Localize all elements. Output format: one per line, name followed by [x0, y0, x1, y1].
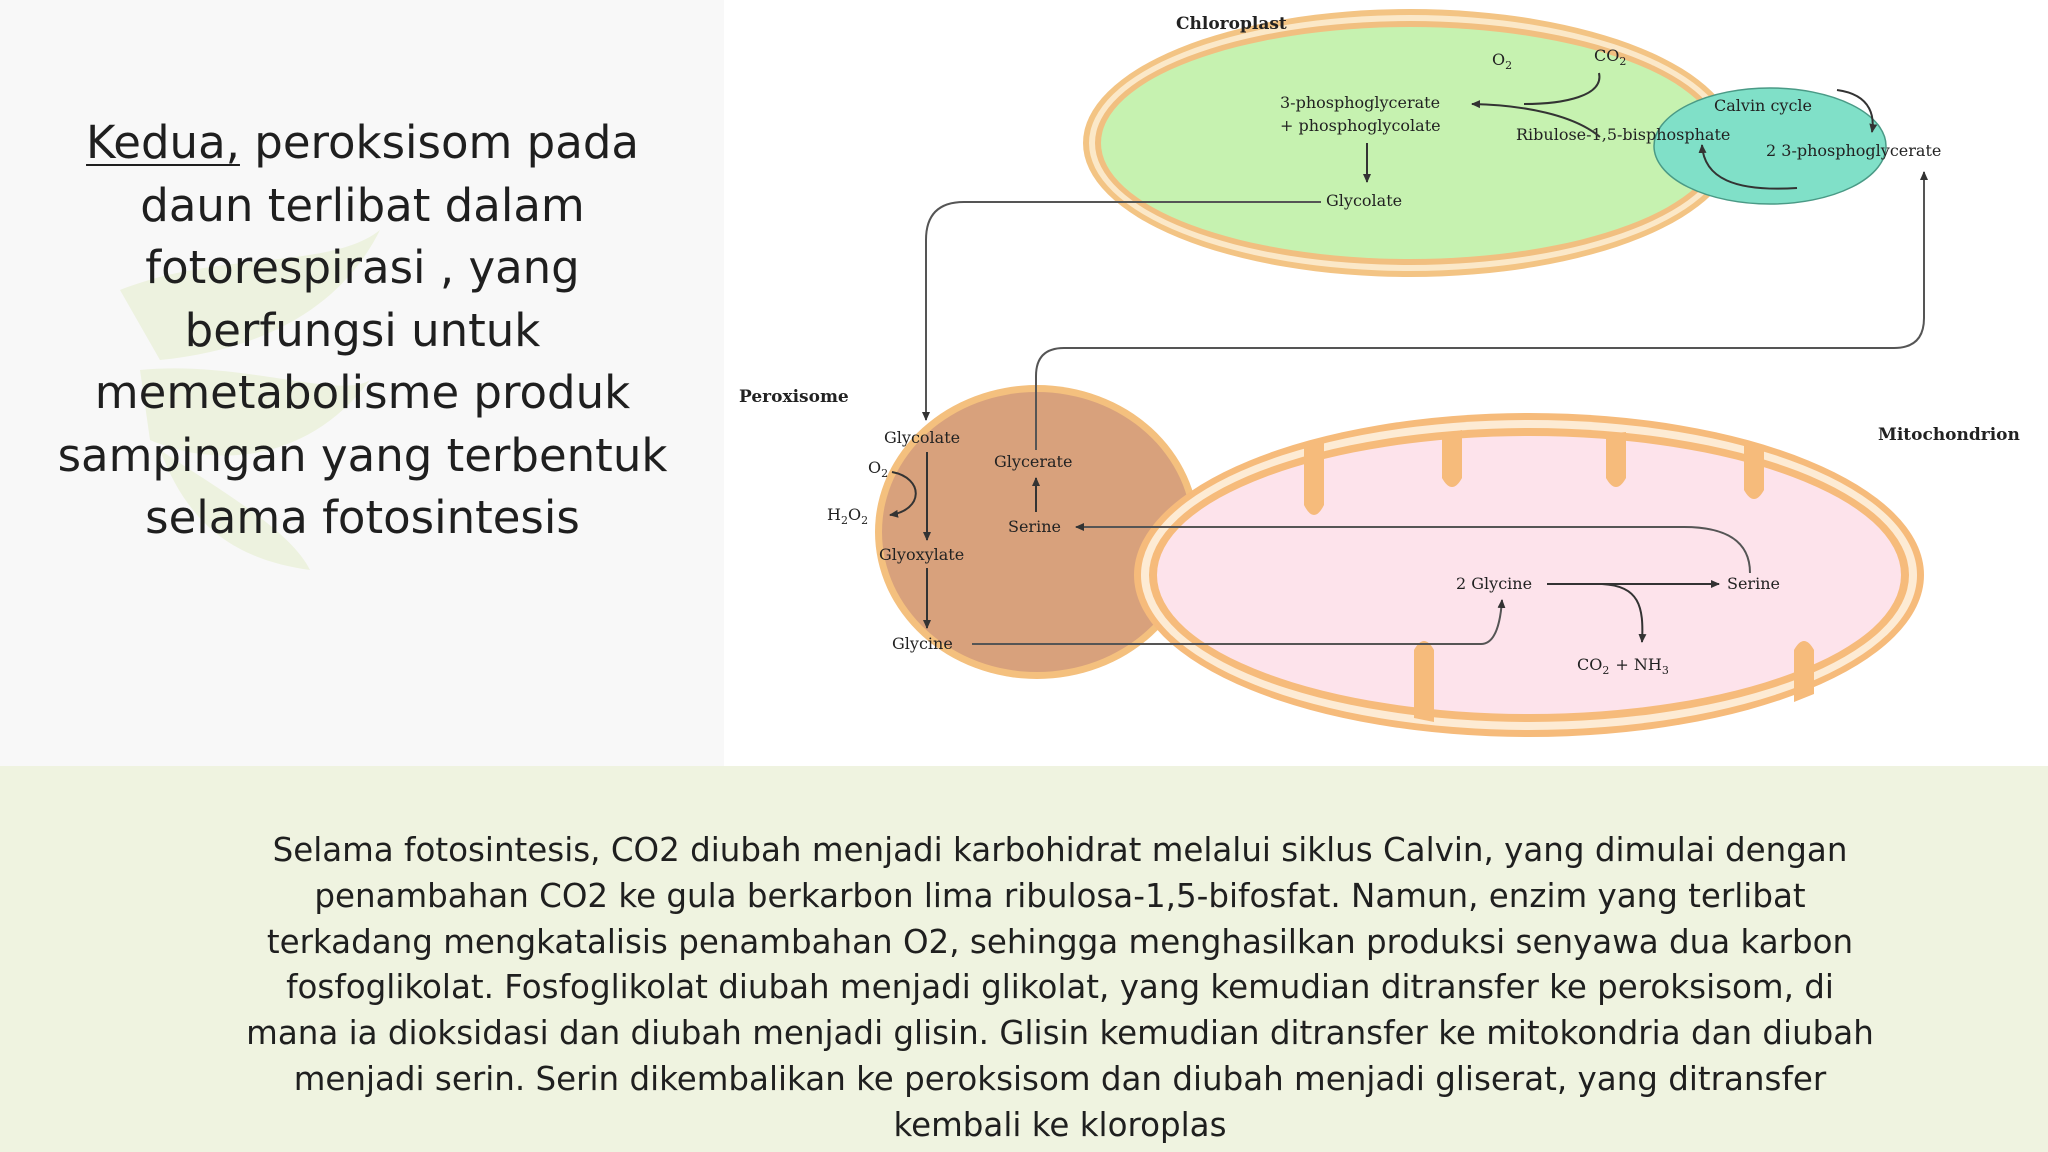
peroxisome-h2o2: H2O2: [827, 505, 868, 527]
arrow-to-co2-nh3: [1601, 583, 1647, 643]
title-rest: peroksisom pada daun terlibat dalam foto…: [57, 116, 668, 544]
peroxisome-o2: O2: [868, 458, 888, 480]
mitochondrion-contents: 2 Glycine Serine CO2+ NH3: [1456, 574, 1780, 677]
peroxisome-serine: Serine: [1008, 517, 1061, 536]
crista: [1744, 442, 1764, 499]
arrow-glycine-to-mitochondrion: [972, 599, 1506, 645]
arrow-o2-in: [1523, 72, 1601, 105]
crista: [1606, 432, 1626, 487]
photorespiration-diagram: Chloroplast Peroxisome Mitochondrion CO2…: [724, 0, 2048, 766]
chloroplast-o2: O2: [1492, 50, 1512, 72]
diagram-svg: Chloroplast Peroxisome Mitochondrion CO2…: [739, 9, 2020, 737]
peroxisome-glyoxylate: Glyoxylate: [879, 545, 964, 564]
leaf-watermark-icon: [120, 230, 380, 570]
mitochondrion: [1134, 413, 1924, 737]
chloroplast: [1083, 9, 1887, 277]
bottom-band: [0, 766, 2048, 1152]
peroxisome-contents: Glycolate O2 H2O2 Glyoxylate Glycine Gly…: [827, 428, 1072, 653]
mitochondrion-label: Mitochondrion: [1878, 425, 2020, 445]
title-lead: Kedua,: [86, 116, 240, 169]
crista: [1304, 438, 1324, 515]
pg2-label: 2 3-phosphoglycerate: [1766, 141, 1941, 160]
arrow-o2-h2o2: [889, 471, 917, 518]
peroxisome-matrix: [882, 392, 1192, 672]
transport-arrows: [922, 171, 1928, 645]
chloroplast-arrows: [1363, 72, 1878, 190]
mito-glycine: 2 Glycine: [1456, 574, 1532, 593]
pg-label-line1: 3-phosphoglycerate: [1280, 93, 1440, 112]
chloroplast-contents: CO2 O2 3-phosphoglycerate + phosphoglyco…: [1280, 46, 1941, 210]
mitochondrion-arrows: [1547, 580, 1720, 643]
peroxisome-label: Peroxisome: [739, 387, 849, 407]
arrow-serine-to-peroxisome: [1075, 523, 1751, 574]
calvin-cycle-region: [1653, 87, 1887, 205]
arrow-glycerate-to-chloroplast: [1035, 171, 1928, 450]
mito-co2-nh3: CO2+ NH3: [1577, 655, 1669, 677]
peroxisome-arrows: [889, 452, 1040, 629]
peroxisome-glycine: Glycine: [892, 634, 953, 653]
explanation-text: Selama fotosintesis, CO2 diubah menjadi …: [246, 831, 1874, 1144]
chloroplast-label: Chloroplast: [1176, 14, 1287, 34]
peroxisome-glycolate: Glycolate: [884, 428, 960, 447]
calvin-cycle-label: Calvin cycle: [1714, 96, 1812, 115]
slide-title: Kedua, peroksisom pada daun terlibat dal…: [40, 112, 685, 550]
crista: [1414, 641, 1434, 722]
left-panel: Kedua, peroksisom pada daun terlibat dal…: [0, 0, 724, 766]
pg-label-line2: + phosphoglycolate: [1280, 116, 1441, 135]
peroxisome-glycerate: Glycerate: [994, 452, 1072, 471]
arrow-glycolate-to-peroxisome: [922, 201, 1321, 421]
peroxisome-body: [875, 385, 1199, 679]
crista: [1442, 430, 1462, 487]
mito-serine: Serine: [1727, 574, 1780, 593]
chloroplast-co2: CO2: [1594, 46, 1626, 68]
crista: [1794, 641, 1814, 702]
arrow-rubp-to-pg: [1471, 100, 1601, 138]
rubp-label: Ribulose-1,5-bisphosphate: [1516, 125, 1730, 144]
arrow-calvin-return: [1698, 144, 1798, 190]
arrow-calvin-to-pg2: [1836, 89, 1878, 133]
chloroplast-glycolate: Glycolate: [1326, 191, 1402, 210]
